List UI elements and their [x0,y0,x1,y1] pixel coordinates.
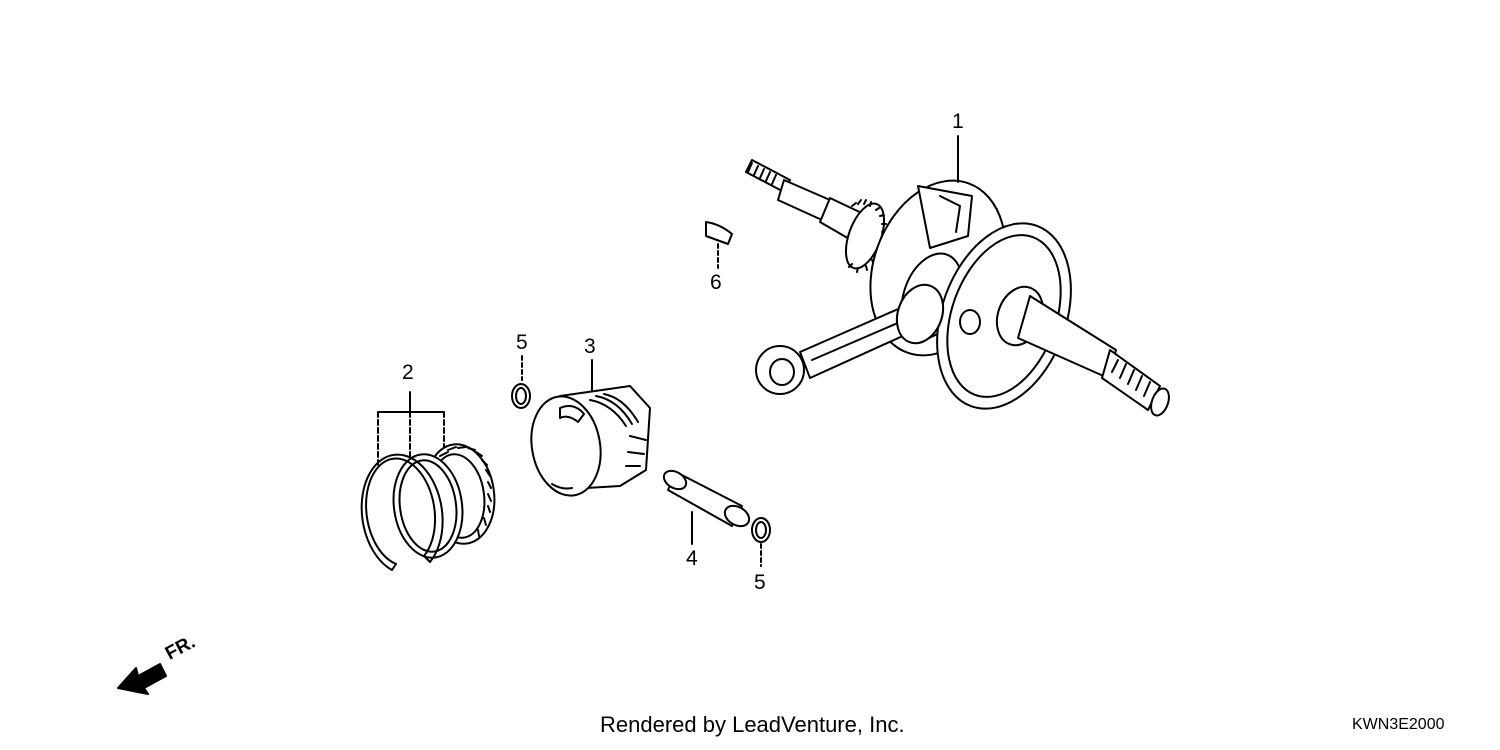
callout-piston-pin: 4 [686,547,698,570]
callout-piston: 3 [584,335,596,358]
footer-credit: Rendered by LeadVenture, Inc. [600,712,905,737]
piston-rings [360,391,496,571]
callout-clip-lower: 5 [754,571,766,594]
callout-clip-upper: 5 [516,331,528,354]
piston-pin-clip-lower [751,517,771,567]
piston-pin-clip-upper [511,355,531,409]
callout-crankshaft: 1 [952,110,964,133]
piston [530,359,651,497]
woodruff-key [705,221,733,269]
diagram-code: KWN3E2000 [1352,716,1445,733]
crankshaft [745,135,1170,417]
piston-pin [662,469,751,545]
callout-piston-rings: 2 [402,361,414,384]
callout-woodruff-key: 6 [710,271,722,294]
front-arrow-icon [117,663,167,695]
